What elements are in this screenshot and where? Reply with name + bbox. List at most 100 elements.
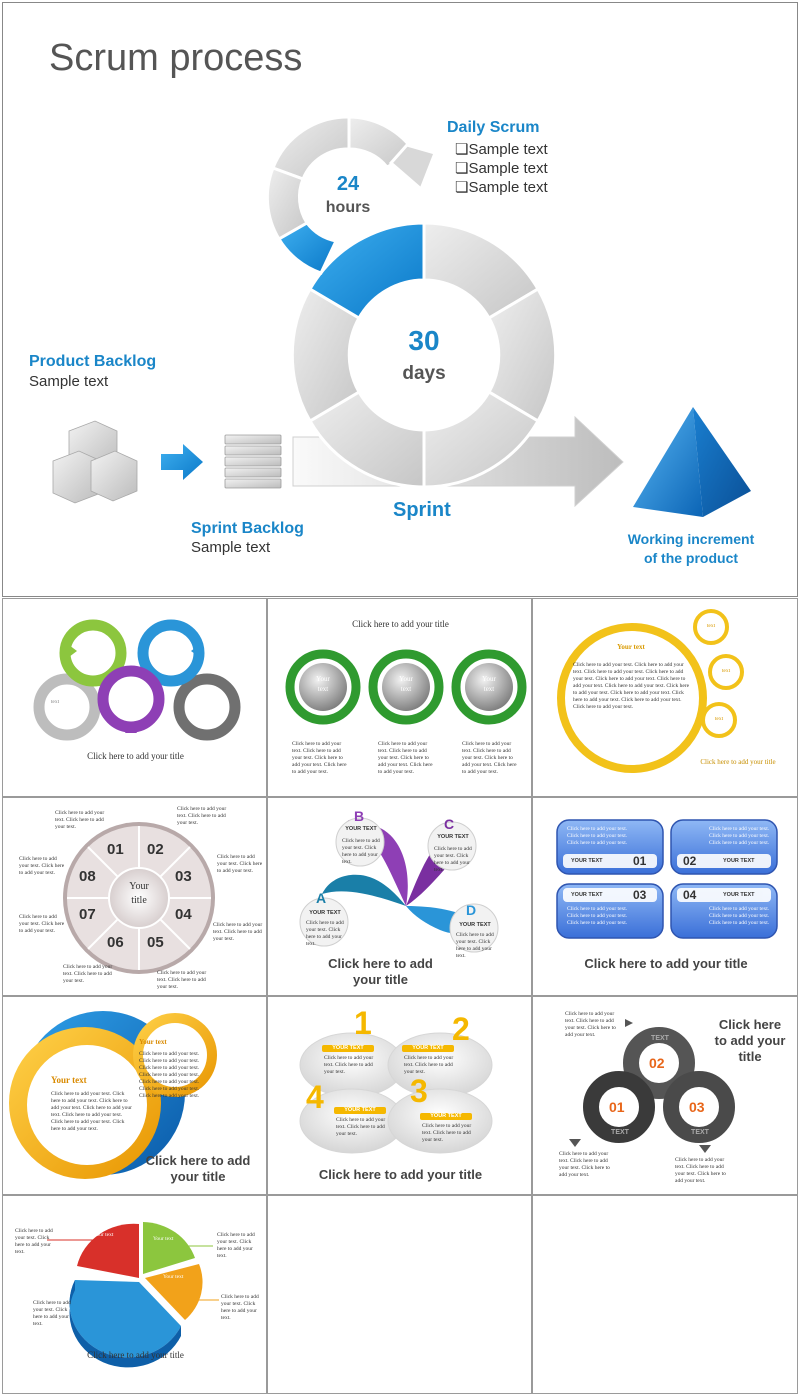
sprint-label: Sprint (393, 499, 451, 521)
sprint-backlog-heading: Sprint Backlog (191, 520, 304, 537)
daily-scrum-item: ❏Sample text (455, 179, 548, 196)
product-backlog-heading: Product Backlog (29, 353, 157, 370)
empty-grid-cell (532, 1195, 798, 1394)
title-line: your title (353, 972, 408, 987)
thumb10-slice-label: Your text (163, 1274, 184, 1280)
cycle-30-days-ring (290, 221, 558, 489)
thumb5-letter: A (316, 890, 327, 906)
thumb2-sphere-text: Your text (392, 674, 420, 694)
thumb6-body: Click here to add your text. Click here … (709, 826, 770, 846)
thumb6-box-number: 02 (683, 854, 697, 868)
thumb3-circle-text: text (721, 668, 731, 674)
thumb3-graphics (557, 609, 744, 773)
thumb4-graphics (63, 822, 215, 974)
thumb6-box-label: YOUR TEXT (723, 892, 755, 898)
cycle-24-hours-arrow (265, 115, 437, 275)
thumb10-slice-label: Your text (93, 1232, 114, 1238)
thumb8-number: 4 (306, 1079, 324, 1115)
thumbnail-slide-3[interactable]: Your text Click here to add your text. C… (532, 598, 798, 797)
thumb4-note: Click here to add your text. Click here … (177, 806, 227, 826)
thumb10-body: Click here to add your text. Click here … (33, 1300, 71, 1327)
thumb6-title: Click here to add your title (584, 956, 748, 971)
thumb4-number: 02 (147, 841, 164, 858)
daily-scrum-heading: Daily Scrum (447, 119, 540, 136)
thumb4-number: 08 (79, 868, 96, 885)
thumbnail-slide-5[interactable]: B C A D YOUR TEXT Click here to add your… (267, 797, 532, 996)
thumb6-graphics (556, 819, 778, 939)
thumb4-number: 04 (175, 906, 192, 923)
thumb1-text-darkgray: text (212, 699, 222, 705)
cycle-24-number: 24 (336, 173, 360, 195)
thumb3-circle-text: text (706, 623, 716, 629)
sprint-backlog-text: Sample text (191, 539, 271, 556)
thumb1-text-lightgray: text (50, 699, 60, 705)
thumb6-body: Click here to add your text. Click here … (567, 906, 628, 926)
thumb3-title: Click here to add your title (700, 758, 776, 766)
thumb8-your-text: YOUR TEXT (344, 1107, 376, 1113)
thumb9-graphics (569, 1019, 735, 1153)
thumb4-note: Click here to add your text. Click here … (19, 914, 65, 934)
thumb5-body: Click here to add your text. Click here … (456, 932, 494, 959)
thumb6-box-label: YOUR TEXT (571, 858, 603, 864)
thumbnail-slide-6[interactable]: YOUR TEXT 01 02 YOUR TEXT YOUR TEXT 03 0… (532, 797, 798, 996)
thumb4-note: Click here to add your text. Click here … (213, 922, 263, 942)
thumbnail-slide-8[interactable]: 1 2 3 4 YOUR TEXT Click here to add your… (267, 996, 532, 1195)
product-backlog-text: Sample text (29, 373, 109, 390)
thumb6-box-number: 01 (633, 854, 647, 868)
cycle-30-number: 30 (408, 325, 440, 356)
cycle-30-unit: days (402, 363, 446, 384)
thumb8-title: Click here to add your title (318, 1167, 483, 1182)
title-line: Click here to add (145, 1153, 251, 1168)
thumb8-body: Click here to add your text. Click here … (422, 1123, 472, 1143)
sphere-line: text (400, 685, 412, 693)
working-increment-pyramid-icon (633, 407, 751, 517)
backlog-flow-arrow-icon (161, 444, 203, 480)
thumb4-number: 06 (107, 934, 124, 951)
sphere-line: Your (316, 675, 330, 683)
thumb7-heading-big: Your text (51, 1075, 87, 1085)
product-backlog-cubes-icon (52, 420, 138, 504)
thumb6-box-label: YOUR TEXT (723, 858, 755, 864)
thumb7-body-big: Click here to add your text. Click here … (51, 1091, 132, 1132)
slide-title: Scrum process (49, 37, 303, 79)
thumbnail-slide-2[interactable]: Click here to add your title Your text Yo… (267, 598, 532, 797)
thumb9-number: 03 (689, 1099, 705, 1115)
sphere-line: Your (399, 675, 413, 683)
thumb5-your-text: YOUR TEXT (345, 826, 377, 832)
thumb5-your-text: YOUR TEXT (437, 834, 469, 840)
thumb2-body: Click here to add your text. Click here … (292, 741, 347, 775)
main-slide-scrum-process[interactable]: Scrum process Daily Scrum ❏Sample text ❏… (2, 2, 798, 597)
thumb2-body: Click here to add your text. Click here … (378, 741, 433, 775)
thumb6-box-number: 04 (683, 888, 697, 902)
thumb4-note: Click here to add your text. Click here … (63, 964, 113, 984)
thumb1-text-blue: text (166, 645, 176, 651)
thumb8-your-text: YOUR TEXT (332, 1045, 364, 1051)
thumb5-letter: C (444, 816, 455, 832)
title-line: title (738, 1049, 762, 1064)
thumb2-body: Click here to add your text. Click here … (462, 741, 517, 775)
thumbnail-slide-10[interactable]: Your text Your text Your text Your text … (2, 1195, 267, 1394)
thumb1-title: Click here to add your title (87, 751, 184, 761)
thumb9-text-label: TEXT (651, 1035, 669, 1042)
thumb5-letter: D (466, 902, 477, 918)
thumb6-box-label: YOUR TEXT (571, 892, 603, 898)
title-line: your title (170, 1169, 226, 1184)
thumb5-graphics (299, 817, 499, 953)
thumb6-box-number: 03 (633, 888, 647, 902)
working-increment-line2: of the product (643, 550, 739, 566)
thumbnail-slide-1[interactable]: text text text text text Click here to a… (2, 598, 267, 797)
thumb6-body: Click here to add your text. Click here … (567, 826, 628, 846)
thumb2-title: Click here to add your title (352, 619, 449, 629)
thumbnail-slide-7[interactable]: Your text Click here to add your text. C… (2, 996, 267, 1195)
thumb8-number: 1 (354, 1005, 372, 1041)
thumb2-graphics (285, 649, 527, 725)
empty-grid-cell (267, 1195, 532, 1394)
sprint-backlog-stack-icon (224, 434, 282, 489)
thumb1-text-green: text (88, 645, 98, 651)
thumb9-body: Click here to add your text. Click here … (559, 1151, 610, 1178)
thumbnail-slide-9[interactable]: Click here to add your text. Click here … (532, 996, 798, 1195)
